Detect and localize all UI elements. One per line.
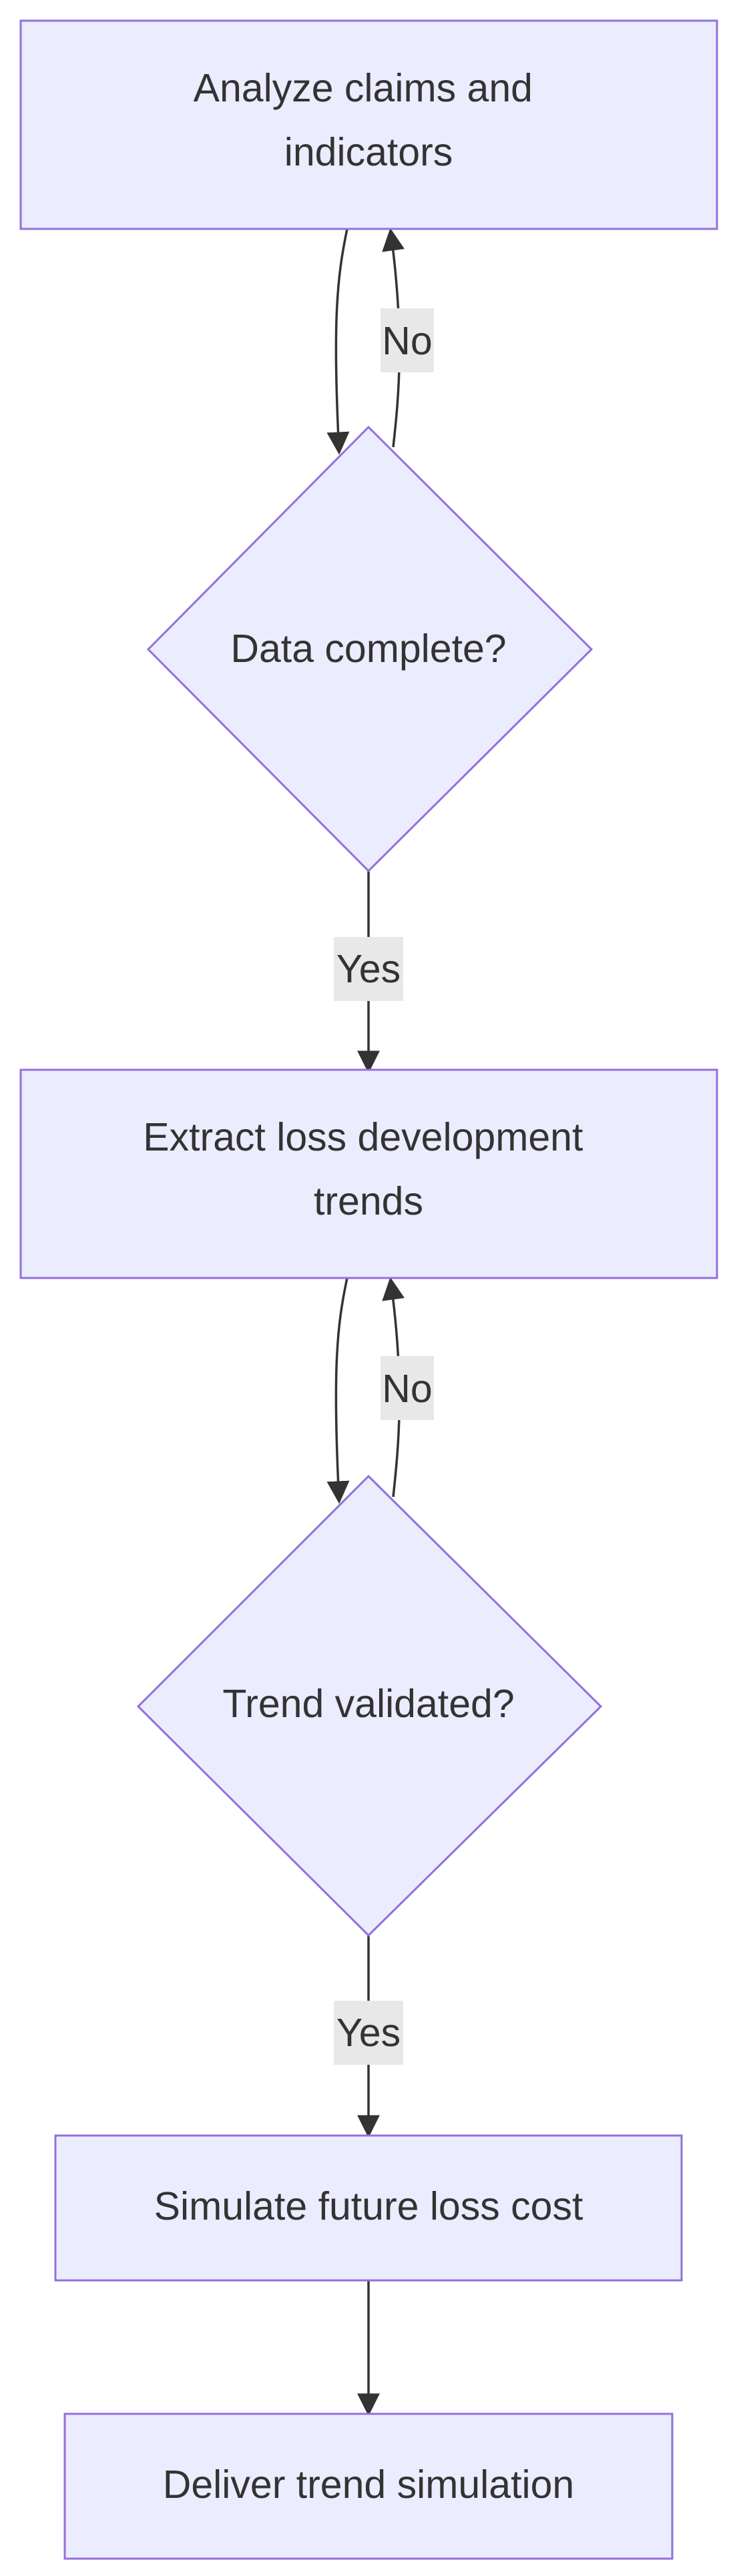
edge-label-yes-2: Yes: [336, 2011, 401, 2055]
node-analyze-claims: Analyze claims and indicators: [19, 19, 718, 230]
node-deliver-simulation: Deliver trend simulation: [63, 2412, 674, 2560]
node-extract-trends: Extract loss development trends: [19, 1068, 718, 1279]
decision-data-complete: Data complete?: [146, 425, 593, 873]
node-simulate-loss-cost: Simulate future loss cost: [54, 2134, 683, 2282]
svg-text:Extract loss development: Extract loss development trends: [143, 1115, 594, 1223]
nodes: Analyze claims and indicators Data compl…: [19, 19, 718, 2560]
decision-data-complete-label: Data complete?: [230, 627, 506, 671]
node-simulate-loss-cost-label: Simulate future loss cost: [154, 2184, 583, 2228]
edge-label-bg-yes-2: [334, 2001, 403, 2065]
edge-label-bg-no-2: [381, 1356, 434, 1420]
edge-label-bg-yes-1: [334, 937, 403, 1001]
edge-label-bg-no-1: [381, 308, 434, 372]
decision-trend-validated-label: Trend validated?: [222, 1682, 514, 1726]
node-deliver-simulation-label: Deliver trend simulation: [163, 2463, 574, 2507]
edge-analyze-to-data-complete: [326, 228, 350, 455]
node-extract-trends-line-2: trends: [314, 1179, 423, 1223]
edge-label-yes-1: Yes: [336, 947, 401, 991]
edge-label-no-1: No: [382, 319, 432, 363]
node-extract-trends-line-1: Extract loss development: [143, 1115, 583, 1159]
svg-text:Analyze claims and ind: Analyze claims and indicators: [194, 66, 544, 174]
decision-trend-validated: Trend validated?: [136, 1474, 603, 1937]
edge-extract-to-trend-validated: [326, 1277, 350, 1504]
edges: No Yes No Yes: [326, 228, 434, 2417]
node-analyze-claims-line-1: Analyze claims and: [194, 66, 533, 110]
node-analyze-claims-line-2: indicators: [284, 130, 453, 174]
edge-label-no-2: No: [382, 1367, 432, 1411]
